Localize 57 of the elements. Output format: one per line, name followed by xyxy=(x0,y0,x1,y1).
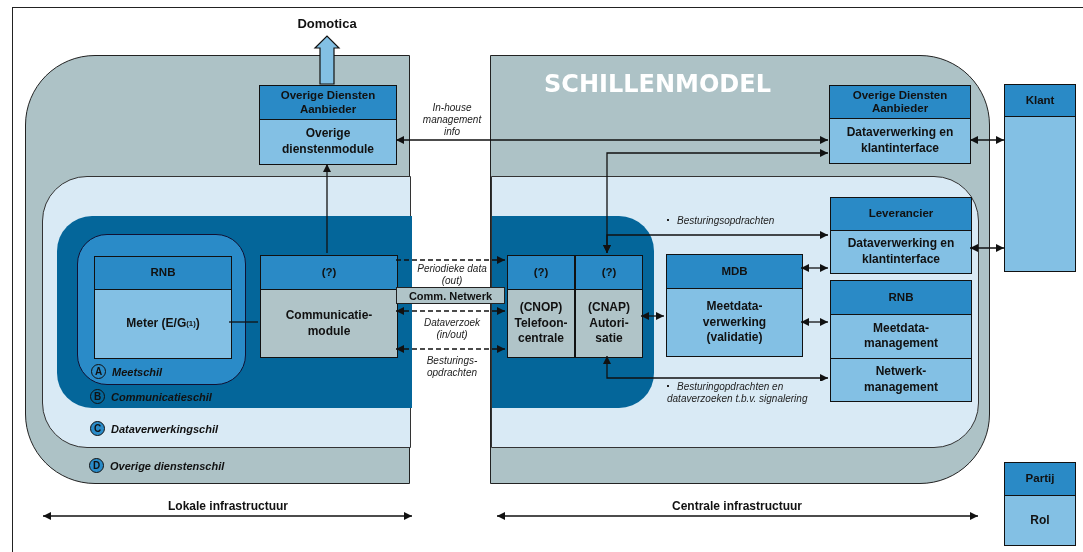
arrow xyxy=(800,318,829,326)
box-body: (CNAP) Autori-satie xyxy=(576,289,642,357)
box-body: Communicatie-module xyxy=(261,289,397,357)
box-body: (CNOP) Telefoon-centrale xyxy=(508,289,574,357)
role-box xyxy=(830,280,972,402)
arrow xyxy=(603,355,829,382)
role-box xyxy=(1004,462,1076,546)
section-label: Centrale infrastructuur xyxy=(672,499,802,513)
shell-band xyxy=(492,216,654,408)
role-box xyxy=(259,85,397,165)
shell-band xyxy=(491,176,979,448)
arrow xyxy=(800,264,829,272)
arrow xyxy=(640,312,665,320)
shell-label: Meetschil xyxy=(112,365,163,378)
shell-label: Communicatieschil xyxy=(111,390,212,403)
box-header: (?) xyxy=(576,256,642,289)
target-label: Domotica xyxy=(286,16,368,36)
letter-badge: C xyxy=(90,421,105,436)
shell-band xyxy=(77,234,246,385)
box-header: Leverancier xyxy=(831,198,971,230)
block-arrow xyxy=(313,35,341,85)
role-box xyxy=(666,254,803,357)
network-bar: Comm. Netwerk xyxy=(396,287,505,304)
box-header: Klant xyxy=(1005,85,1075,117)
shell-label: Dataverwerkingschil xyxy=(111,422,218,435)
box-header: RNB xyxy=(831,281,971,314)
diagram-title: SCHILLENMODEL xyxy=(543,70,772,98)
role-box xyxy=(830,197,972,274)
role-box xyxy=(260,255,398,358)
arrow xyxy=(395,345,506,353)
role-box xyxy=(575,255,643,358)
role-box xyxy=(829,85,971,164)
edge-label: Periodieke data (out) xyxy=(415,263,489,287)
box-header: Overige Diensten Aanbieder xyxy=(260,86,396,119)
box-header: (?) xyxy=(261,256,397,289)
arrow xyxy=(323,163,331,254)
arrow xyxy=(969,244,1005,252)
arrow xyxy=(969,136,1005,144)
connector-line xyxy=(228,321,259,323)
arrow xyxy=(395,136,829,144)
shell-label: Overige dienstenschil xyxy=(110,459,225,472)
section-label: Lokale infrastructuur xyxy=(168,499,288,513)
box-header: Overige Diensten Aanbieder xyxy=(830,86,970,118)
letter-badge: D xyxy=(89,458,104,473)
role-box xyxy=(507,255,575,358)
box-header: (?) xyxy=(508,256,574,289)
arrow xyxy=(395,256,506,264)
shell-band xyxy=(42,176,411,448)
box-header: MDB xyxy=(667,255,802,288)
box-header: RNB xyxy=(95,257,231,289)
arrow xyxy=(395,307,506,315)
shell-band xyxy=(490,55,990,484)
box-header: Partij xyxy=(1005,463,1075,495)
role-box xyxy=(94,256,232,359)
shell-band xyxy=(25,55,410,484)
role-box xyxy=(1004,84,1076,272)
arrow xyxy=(603,231,829,254)
